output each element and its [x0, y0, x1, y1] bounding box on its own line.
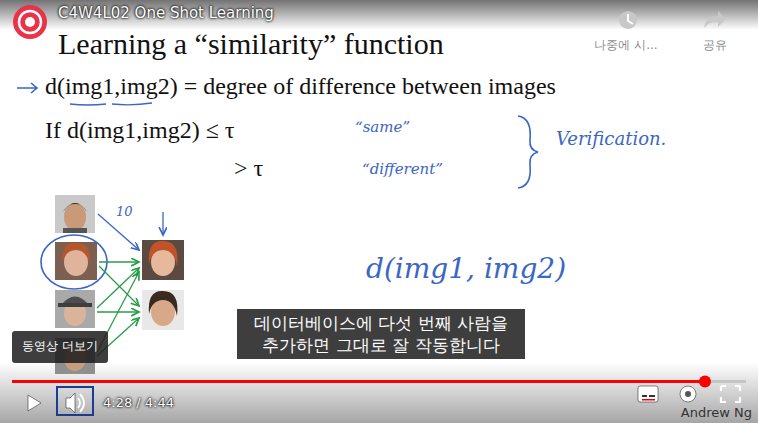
- face-photo: [142, 290, 184, 330]
- subtitle-box-text: 데이터베이스에 다섯 번째 사람을 추가하면 그대로 잘 작동합니다: [243, 312, 519, 356]
- pen-note: Verification.: [556, 128, 666, 150]
- subtitles-icon: [638, 386, 658, 402]
- slide-heading: Learning a “similarity” function: [58, 26, 444, 62]
- slide-text: If d(img1,img2) ≤ τ: [45, 116, 234, 145]
- watermark: Andrew Ng: [681, 405, 752, 421]
- top-shade: [0, 0, 758, 30]
- pen-formula: d(img1, img2): [366, 252, 566, 286]
- share-label: 공유: [703, 38, 727, 52]
- progress-track: [12, 380, 746, 383]
- face-photo: [55, 195, 95, 233]
- share-icon: [704, 11, 726, 28]
- pen-brace: [518, 116, 538, 188]
- time-display: 4:28 / 4:44: [103, 395, 174, 411]
- watch-later-icon: [619, 11, 637, 29]
- play-icon: [28, 395, 41, 411]
- progress-knob: [699, 376, 711, 388]
- slide-text: > τ: [234, 154, 263, 183]
- focus-box: [57, 387, 93, 415]
- bottom-shade: [0, 362, 758, 423]
- volume-icon: [66, 393, 84, 413]
- more-videos-button: 동영상 더보기: [12, 331, 108, 363]
- pen-arrow: [17, 83, 37, 93]
- progress-played: [12, 380, 705, 383]
- pen-underline: [70, 103, 152, 105]
- pen-circle: [41, 235, 107, 289]
- face-photo: [55, 242, 97, 280]
- channel-logo: [13, 5, 47, 39]
- subtitle-box: 데이터베이스에 다섯 번째 사람을 추가하면 그대로 잘 작동합니다: [237, 309, 525, 359]
- slide-text: d(img1,img2) = degree of difference betw…: [45, 72, 556, 101]
- face-photo: [142, 240, 184, 280]
- face-photo: [55, 290, 95, 328]
- pen-note: “same”: [355, 118, 410, 136]
- video-title: C4W4L02 One Shot Learning: [58, 4, 274, 22]
- watch-later-label: 나중에 시...: [594, 38, 657, 52]
- pen-note: “different”: [362, 160, 443, 178]
- settings-icon: [680, 386, 696, 402]
- pen-number: 10: [116, 204, 133, 220]
- fullscreen-icon: [721, 386, 740, 402]
- more-videos-button-text: 동영상 더보기: [22, 339, 98, 355]
